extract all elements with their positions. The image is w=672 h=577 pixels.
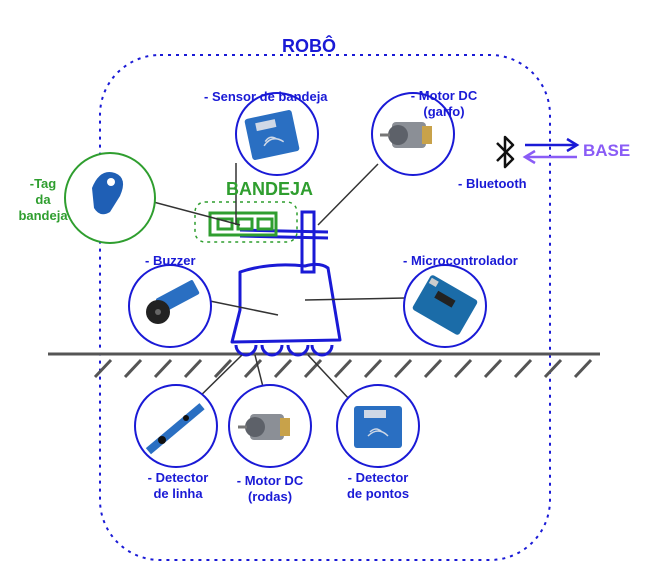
dc-motor-icon	[380, 122, 432, 148]
tray-label: BANDEJA	[226, 179, 314, 199]
arduino-board-icon	[412, 275, 478, 335]
tray-tag-line3: bandeja	[18, 208, 68, 223]
ground	[48, 352, 600, 379]
line-sensor-icon	[145, 403, 205, 455]
dc-motor-icon	[238, 414, 290, 440]
motor-fork-line2: (garfo)	[423, 104, 465, 119]
robot-boundary	[99, 54, 551, 561]
microcontroller-label: - Microcontrolador	[403, 253, 518, 268]
rfid-reader-icon	[354, 406, 402, 448]
line-detector-line2: de linha	[153, 486, 203, 501]
point-detector-line1: - Detector	[347, 470, 409, 485]
motor-fork-line1: - Motor DC	[410, 88, 478, 103]
bluetooth-icon	[496, 135, 515, 169]
buzzer-module-icon	[146, 280, 200, 324]
robot-body	[230, 262, 342, 357]
robot-title: ROBÔ	[282, 36, 336, 56]
line-detector-label: - Detector de linha	[138, 470, 218, 502]
tray-tag-line2: da	[35, 192, 51, 207]
motor-wheels-line2: (rodas)	[247, 489, 293, 504]
tray-sensor-label: - Sensor de bandeja	[204, 89, 328, 104]
base-link-arrows	[522, 137, 580, 165]
motor-wheels-label: - Motor DC (rodas)	[227, 473, 313, 505]
tray-tag-label: -Tag da bandeja	[18, 176, 68, 224]
buzzer-label: - Buzzer	[145, 253, 196, 268]
bluetooth-label: - Bluetooth	[458, 176, 527, 191]
point-detector-label: - Detector de pontos	[335, 470, 421, 502]
motor-wheels-line1: - Motor DC	[236, 473, 304, 488]
point-detector-line2: de pontos	[346, 486, 410, 501]
base-label: BASE	[583, 141, 631, 160]
line-detector-line1: - Detector	[147, 470, 209, 485]
tray-sensor-pads	[208, 211, 278, 237]
rfid-tag-icon	[92, 172, 124, 215]
tray-tag-line1: -Tag	[29, 176, 57, 191]
rfid-reader-icon	[244, 110, 300, 160]
tray-sensor-zone	[194, 201, 298, 243]
motor-fork-label: - Motor DC (garfo)	[401, 88, 487, 120]
